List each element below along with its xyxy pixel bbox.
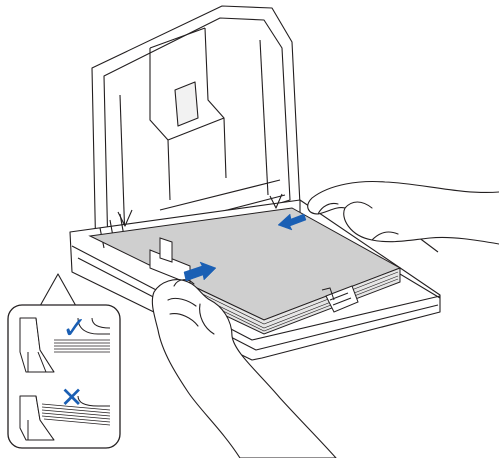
cross-icon: ✕: [60, 381, 83, 414]
checkmark-icon: ✓: [62, 311, 87, 346]
inset-callout: ✓ ✕: [8, 305, 120, 448]
callout-pointer: [40, 274, 76, 306]
